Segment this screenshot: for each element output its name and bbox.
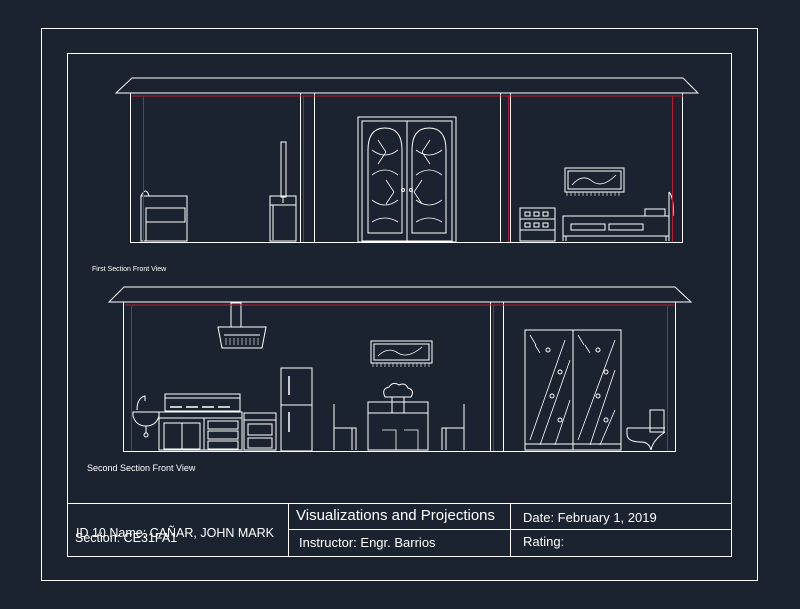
first-section-caption: First Section Front View <box>92 266 167 273</box>
stove-top <box>164 393 241 412</box>
instructor-label: Instructor: Engr. Barrios <box>299 535 436 550</box>
title-block <box>67 503 731 556</box>
wall-painting-2 <box>370 340 433 367</box>
toilet <box>626 409 666 451</box>
course-title: Visualizations and Projections <box>296 507 496 524</box>
rating-label: Rating: <box>523 534 565 549</box>
kitchen-cabinets <box>158 411 243 451</box>
wall-painting-1 <box>564 167 625 196</box>
bed <box>562 191 674 241</box>
nightstand <box>519 207 556 242</box>
wall-lines <box>125 95 683 451</box>
dining-set <box>333 382 465 451</box>
sofa <box>140 190 188 242</box>
student-section: Section: CE31FA1 <box>75 531 178 545</box>
oven <box>243 412 277 451</box>
first-section-roof <box>114 77 700 94</box>
first-section-elevation <box>114 77 700 243</box>
second-section-caption: Second Section Front View <box>87 463 196 473</box>
refrigerator <box>280 367 313 452</box>
double-door <box>357 116 457 243</box>
shower-enclosure <box>524 329 622 451</box>
second-section-elevation <box>107 286 693 452</box>
student-name: ID 10 Name: CAÑAR, JOHN MARK <box>76 526 274 540</box>
range-hood <box>217 302 267 349</box>
date-label: Date: February 1, 2019 <box>523 510 657 525</box>
outer-border <box>41 28 758 581</box>
second-section-roof <box>107 286 693 303</box>
sink <box>132 395 160 438</box>
inner-border <box>67 53 732 557</box>
tv-console <box>269 141 297 242</box>
